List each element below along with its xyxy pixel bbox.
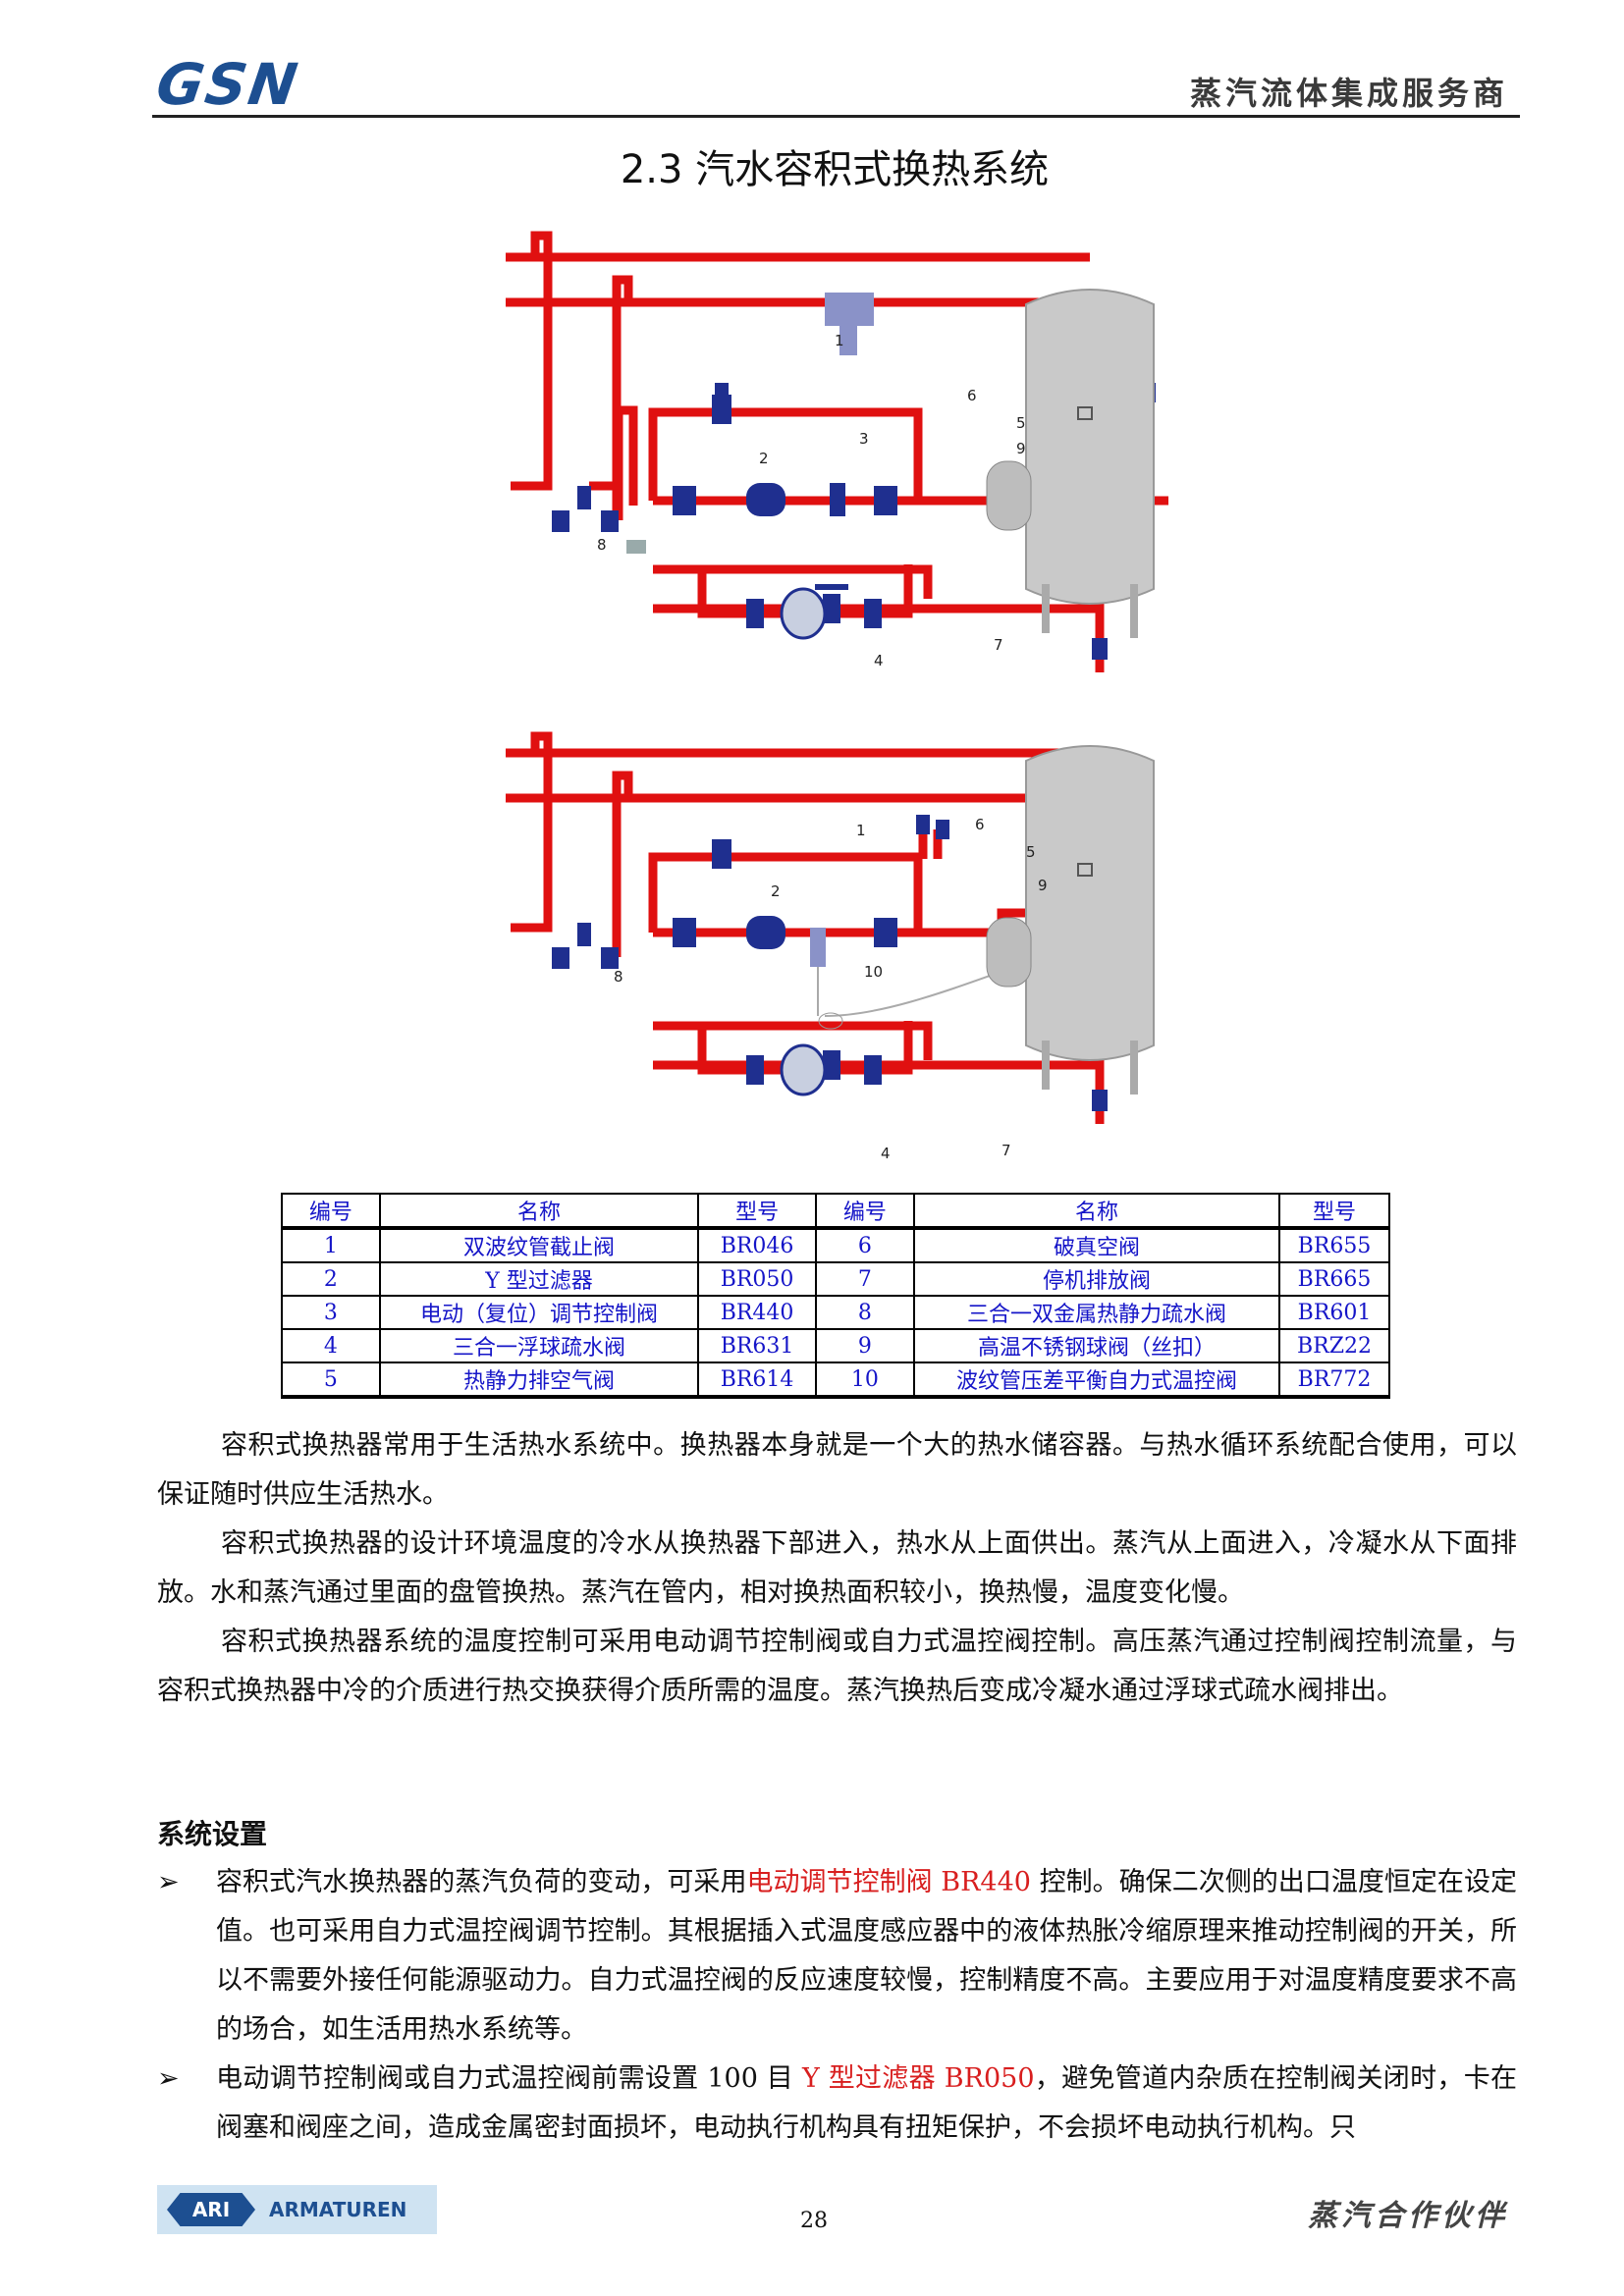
callout-label: 7 xyxy=(994,636,1003,654)
bullet-text: 控制。确保二次侧的出口温度恒定在设定值。也可采用自力式温控阀调节控制。其根据插入… xyxy=(216,1867,1517,2045)
table-cell: 停机排放阀 xyxy=(912,1261,1281,1297)
callout-label: 4 xyxy=(881,1145,891,1162)
table-cell: 电动（复位）调节控制阀 xyxy=(378,1295,700,1330)
table-cell: 热静力排空气阀 xyxy=(378,1362,700,1399)
table-cell: BR772 xyxy=(1278,1362,1390,1399)
header-cell: 名称 xyxy=(378,1193,700,1230)
bullet-item: ➢ 容积式汽水换热器的蒸汽负荷的变动，可采用电动调节控制阀 BR440 控制。确… xyxy=(157,1858,1517,2055)
table-cell: 双波纹管截止阀 xyxy=(378,1227,700,1263)
callout-label: 3 xyxy=(859,430,869,448)
header-divider xyxy=(152,115,1520,118)
table-header-row: 编号 名称 型号 编号 名称 型号 xyxy=(281,1193,1390,1230)
callout-label: 4 xyxy=(874,652,884,669)
header-cell: 编号 xyxy=(815,1193,915,1230)
footer-slogan: 蒸汽合作伙伴 xyxy=(1308,2199,1508,2233)
paragraph: 容积式换热器的设计环境温度的冷水从换热器下部进入，热水从上面供出。蒸汽从上面进入… xyxy=(157,1528,1517,1608)
header-cell: 型号 xyxy=(697,1193,818,1230)
ari-armaturen-logo: ARI ARMATUREN xyxy=(157,2185,437,2234)
table-cell: 破真空阀 xyxy=(912,1227,1281,1263)
product-highlight: Y 型过滤器 BR050 xyxy=(801,2063,1035,2094)
table-cell: BR050 xyxy=(697,1261,818,1297)
callout-label: 1 xyxy=(835,332,844,349)
callout-label: 7 xyxy=(1001,1142,1011,1159)
page-title: 2.3 汽水容积式换热系统 xyxy=(620,147,1050,192)
header-cell: 编号 xyxy=(281,1193,381,1230)
page-number: 28 xyxy=(800,2209,828,2233)
header-tagline: 蒸汽流体集成服务商 xyxy=(1189,75,1508,112)
table-cell: BR614 xyxy=(697,1362,818,1399)
table-cell: BR440 xyxy=(697,1295,818,1330)
paragraph: 容积式换热器系统的温度控制可采用电动调节控制阀或自力式温控阀控制。高压蒸汽通过控… xyxy=(157,1627,1517,1706)
table-cell: BRZ22 xyxy=(1278,1328,1390,1363)
arrow-bullet-icon: ➢ xyxy=(157,2063,180,2094)
product-highlight: 电动调节控制阀 BR440 xyxy=(746,1867,1031,1897)
callout-label: 9 xyxy=(1016,440,1026,457)
callout-label: 8 xyxy=(614,968,623,986)
bullet-text: ，避免管道内杂质在控制阀关闭时，卡在阀塞和阀座之间，造成金属密封面损坏，电动执行… xyxy=(216,2063,1517,2143)
ari-badge: ARI xyxy=(167,2193,255,2226)
callout-label: 6 xyxy=(975,816,985,833)
heat-exchanger-diagram-electric: 1 2 3 4 5 6 7 8 9 xyxy=(506,231,1168,672)
table-cell: BR631 xyxy=(697,1328,818,1363)
table-cell: 波纹管压差平衡自力式温控阀 xyxy=(912,1362,1281,1399)
arrow-bullet-icon: ➢ xyxy=(157,1867,180,1897)
table-cell: BR665 xyxy=(1278,1261,1390,1297)
table-cell: 9 xyxy=(815,1328,915,1363)
table-cell: BR046 xyxy=(697,1227,818,1263)
callout-label: 2 xyxy=(759,450,769,467)
bullet-text: 容积式汽水换热器的蒸汽负荷的变动，可采用 xyxy=(216,1867,747,1897)
table-cell: 高温不锈钢球阀（丝扣） xyxy=(912,1328,1281,1363)
callout-label: 2 xyxy=(771,882,781,900)
header-cell: 型号 xyxy=(1278,1193,1390,1230)
table-cell: 3 xyxy=(281,1295,381,1330)
heat-exchanger-diagram-self-acting: 1 2 4 5 6 7 8 9 10 xyxy=(506,731,1155,1162)
gsn-logo: GSN xyxy=(152,51,303,118)
section-title: 系统设置 xyxy=(157,1818,268,1850)
table-cell: 三合一双金属热静力疏水阀 xyxy=(912,1295,1281,1330)
callout-label: 9 xyxy=(1038,877,1048,894)
callout-label: 10 xyxy=(864,963,883,981)
table-cell: 三合一浮球疏水阀 xyxy=(378,1328,700,1363)
table-cell: 8 xyxy=(815,1295,915,1330)
table-cell: 10 xyxy=(815,1362,915,1399)
table-cell: BR655 xyxy=(1278,1227,1390,1263)
bullet-item: ➢ 电动调节控制阀或自力式温控阀前需设置 100 目 Y 型过滤器 BR050，… xyxy=(157,2055,1517,2153)
callout-label: 6 xyxy=(967,387,977,404)
table-cell: 4 xyxy=(281,1328,381,1363)
paragraph: 容积式换热器常用于生活热水系统中。换热器本身就是一个大的热水储容器。与热水循环系… xyxy=(157,1430,1517,1510)
table-cell: 5 xyxy=(281,1362,381,1399)
callout-label: 5 xyxy=(1016,414,1026,432)
table-cell: BR601 xyxy=(1278,1295,1390,1330)
table-cell: 1 xyxy=(281,1227,381,1263)
callout-label: 1 xyxy=(856,822,866,839)
callout-label: 5 xyxy=(1026,843,1036,861)
table-cell: Y 型过滤器 xyxy=(378,1261,700,1297)
ari-wordmark: ARMATUREN xyxy=(269,2198,407,2221)
table-cell: 6 xyxy=(815,1227,915,1263)
header-cell: 名称 xyxy=(912,1193,1281,1230)
callout-label: 8 xyxy=(597,536,607,554)
table-cell: 2 xyxy=(281,1261,381,1297)
bullet-text: 电动调节控制阀或自力式温控阀前需设置 100 目 xyxy=(216,2063,802,2094)
table-cell: 7 xyxy=(815,1261,915,1297)
